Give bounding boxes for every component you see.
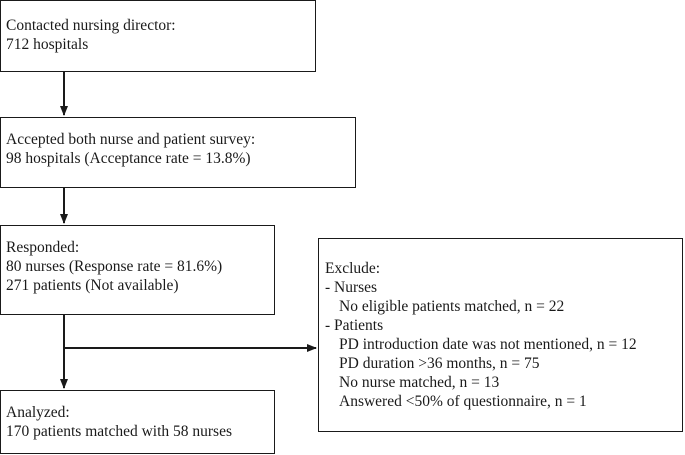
accepted-line-1: Accepted both nurse and patient survey: xyxy=(6,131,256,148)
accepted-line-2: 98 hospitals (Acceptance rate = 13.8%) xyxy=(6,150,251,167)
exclude-patients-header: - Patients xyxy=(325,317,384,334)
contacted-line-2: 712 hospitals xyxy=(6,36,89,53)
contacted-box: Contacted nursing director: 712 hospital… xyxy=(0,0,316,72)
accepted-box: Accepted both nurse and patient survey: … xyxy=(0,117,356,188)
exclude-patients-item: PD introduction date was not mentioned, … xyxy=(339,336,637,353)
responded-line-3: 271 patients (Not available) xyxy=(6,277,179,294)
exclude-title: Exclude: xyxy=(325,260,381,277)
contacted-line-1: Contacted nursing director: xyxy=(6,17,176,34)
exclude-nurses-header: - Nurses xyxy=(325,279,378,296)
analyzed-line-2: 170 patients matched with 58 nurses xyxy=(6,423,232,440)
analyzed-line-1: Analyzed: xyxy=(6,404,70,421)
exclude-patients-item: No nurse matched, n = 13 xyxy=(339,374,500,391)
exclude-patients-item: Answered <50% of questionnaire, n = 1 xyxy=(339,393,587,410)
responded-box: Responded: 80 nurses (Response rate = 81… xyxy=(0,225,275,315)
analyzed-box: Analyzed: 170 patients matched with 58 n… xyxy=(0,390,275,454)
exclude-patients-item: PD duration >36 months, n = 75 xyxy=(339,355,540,372)
responded-line-1: Responded: xyxy=(6,239,80,256)
exclude-nurses-item: No eligible patients matched, n = 22 xyxy=(339,298,565,315)
responded-line-2: 80 nurses (Response rate = 81.6%) xyxy=(6,258,223,275)
exclude-box: Exclude: - Nurses No eligible patients m… xyxy=(318,238,683,432)
